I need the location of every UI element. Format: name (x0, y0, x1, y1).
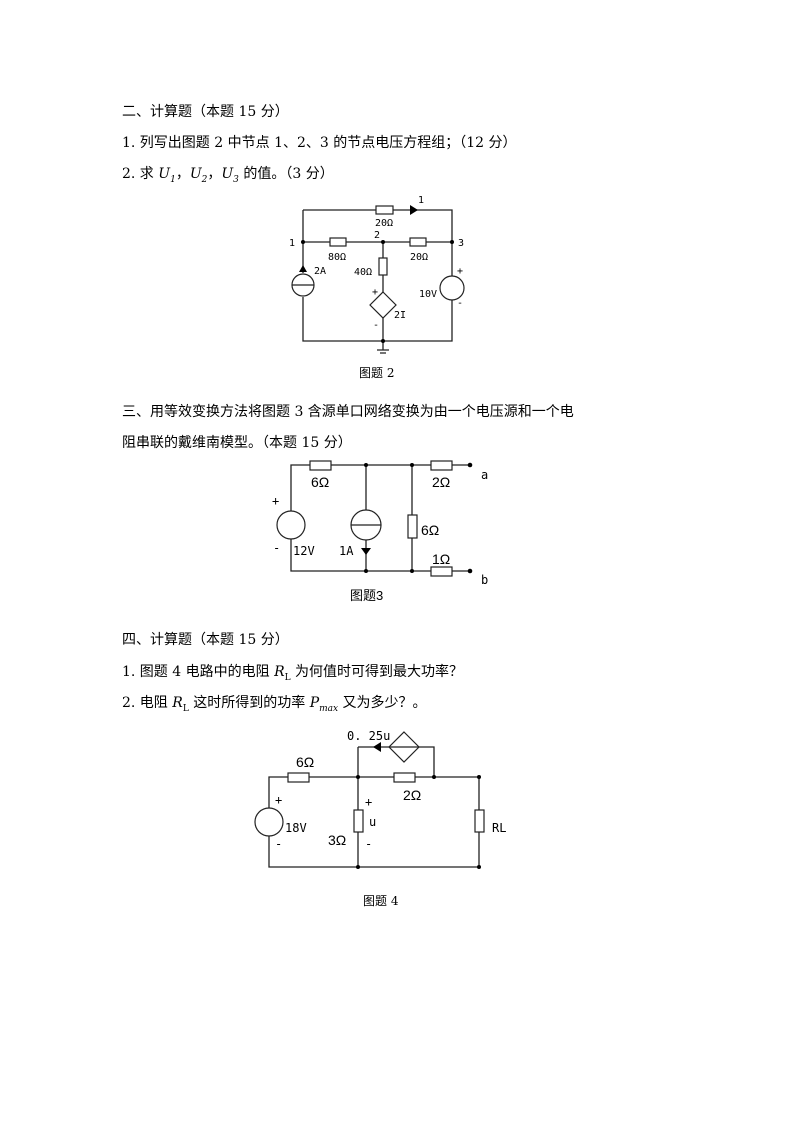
sep: ， (175, 166, 190, 182)
label: 3 (458, 238, 464, 249)
resistor-6-top (309, 460, 332, 471)
label: 1 (418, 195, 424, 206)
figure2-caption: 图题 2 (359, 366, 395, 380)
section4-question1: 1. 图题 4 电路中的电阻 RL 为何值时可得到最大功率？ (122, 663, 463, 687)
label: 6Ω (421, 522, 439, 538)
q1-suffix: 为何值时可得到最大功率？ (290, 664, 464, 680)
source-arrow-icon (299, 265, 307, 272)
resistor-rl (474, 809, 485, 833)
label: b (481, 573, 488, 587)
label: 6Ω (311, 474, 329, 490)
label: + (457, 266, 463, 277)
section3-line2: 阻串联的戴维南模型。（本题 15 分） (122, 435, 352, 451)
source-arrow-icon (361, 548, 371, 555)
u2-sub: 2 (201, 174, 208, 185)
label: 40Ω (354, 267, 372, 278)
figure4-caption: 图题 4 (363, 894, 399, 908)
resistor-20-right (409, 237, 427, 247)
label: 12V (293, 544, 315, 558)
dependent-source (369, 291, 397, 319)
label: + (372, 287, 378, 298)
label: 80Ω (328, 252, 346, 263)
resistor-80 (329, 237, 347, 247)
label: 10V (419, 289, 437, 300)
label: a (481, 468, 488, 482)
u3: U (221, 166, 234, 182)
label: 2 (374, 230, 380, 241)
figure3-caption: 图题3 (350, 588, 384, 603)
label: 0. 25u (347, 729, 390, 743)
label: 6Ω (296, 754, 314, 770)
section4-question2: 2. 电阻 RL 这时所得到的功率 Pmax 又为多少？。 (122, 694, 427, 718)
voltage-source-18v (254, 807, 284, 837)
figure3-circuit: 6Ω 2Ω 6Ω 1Ω 12V 1A + - a b (272, 460, 488, 587)
label: - (273, 541, 280, 555)
pmax-sub: max (319, 703, 339, 714)
sep: ， (207, 166, 222, 182)
section2-heading: 二、计算题（本题 15 分） (122, 104, 289, 120)
resistor-2 (430, 460, 453, 471)
label: 1Ω (432, 551, 450, 567)
rl-r: R (172, 695, 183, 711)
section2-question1: 1. 列写出图题 2 中节点 1、2、3 的节点电压方程组；（12 分） (122, 135, 517, 151)
label: RL (492, 821, 506, 835)
rl-r: R (274, 664, 285, 680)
u1: U (158, 166, 171, 182)
rl-sub: L (182, 703, 189, 714)
label: - (457, 298, 463, 309)
rl-sub: L (284, 672, 291, 683)
section3-line1: 三、用等效变换方法将图题 3 含源单口网络变换为由一个电压源和一个电 (122, 404, 574, 420)
q1-prefix: 1. 图题 4 电路中的电阻 (122, 664, 275, 680)
label: 20Ω (410, 252, 428, 263)
label: 2A (314, 266, 326, 277)
label: u (369, 815, 376, 829)
u2: U (189, 166, 202, 182)
voltage-source-12v (276, 510, 306, 540)
label: 2I (394, 310, 406, 321)
terminal-b (467, 568, 473, 574)
q2-mid: 这时所得到的功率 (188, 695, 310, 711)
q2-suffix: 的值。（3 分） (238, 166, 334, 182)
terminal-a (467, 462, 473, 468)
q2-prefix: 2. 求 (122, 166, 159, 182)
q2-suffix: 又为多少？。 (338, 695, 427, 711)
resistor-6 (287, 772, 310, 783)
label: 1 (289, 238, 295, 249)
u1-sub: 1 (170, 174, 176, 185)
label: 1A (339, 544, 354, 558)
label: 3Ω (328, 832, 346, 848)
current-arrow-icon (373, 742, 381, 752)
resistor-1 (430, 566, 453, 577)
resistor-40 (378, 257, 388, 276)
label: 2Ω (432, 474, 450, 490)
figure2-circuit: 20Ω 1 1 2 3 80Ω 20Ω 40Ω 2A + - 2I 10V + … (289, 195, 465, 354)
resistor-6-vertical (407, 514, 418, 539)
pmax-p: P (309, 695, 320, 711)
label: 20Ω (375, 218, 393, 229)
label: 2Ω (403, 787, 421, 803)
label: + (272, 494, 279, 508)
voltage-source-10v (439, 275, 465, 301)
label: - (275, 837, 282, 851)
label: 18V (285, 821, 307, 835)
resistor-2 (393, 772, 416, 783)
q2-prefix: 2. 电阻 (122, 695, 173, 711)
section2-question2: 2. 求 U1，U2，U3 的值。（3 分） (122, 165, 334, 189)
u3-sub: 3 (233, 174, 239, 185)
label: + (275, 793, 282, 807)
current-arrow-icon (410, 205, 418, 215)
label: - (365, 837, 372, 851)
label: + (365, 795, 372, 809)
resistor-20-top (375, 205, 394, 215)
figure4-circuit: 0. 25u 6Ω 2Ω 3Ω 18V + - + u - RL (254, 729, 506, 869)
section4-heading: 四、计算题（本题 15 分） (122, 632, 289, 648)
resistor-3 (353, 809, 364, 833)
label: - (373, 320, 379, 331)
